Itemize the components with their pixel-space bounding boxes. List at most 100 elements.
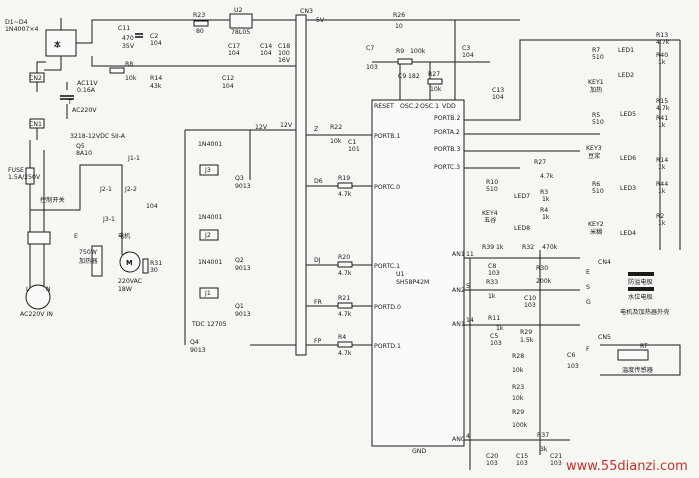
cn4-pin-g: G (586, 299, 591, 306)
r23-ref: R23 (193, 12, 205, 19)
r30-val: 200k (536, 278, 552, 285)
c3-ref: C3 (462, 45, 470, 52)
led5-ref: LED5 (620, 111, 636, 118)
an0-label: AN0 (452, 436, 465, 443)
c9-ref: C9 (398, 73, 406, 80)
q5-val: 8A10 (76, 150, 92, 157)
an2-label: AN2 (452, 287, 465, 294)
c6-ref: C6 (567, 352, 575, 359)
osc-wiring (306, 19, 520, 100)
mcu-pin-portc3: PORTC.3 (434, 164, 460, 171)
c10-val: 103 (524, 302, 536, 309)
relay-j3-label: J3 (204, 167, 211, 174)
c2-val: 104 (150, 40, 162, 47)
cn4-pin-e: E (586, 269, 590, 276)
cn3-pin-d6: D6 (314, 178, 323, 185)
r3-ref: R3 (540, 189, 548, 196)
mcu-pin-portb1: PORTB.1 (374, 133, 400, 140)
transformer-ref: T (67, 99, 72, 106)
r8-resistor (109, 67, 125, 74)
r28-val: 10k (512, 367, 524, 374)
motor-symbol (119, 251, 141, 273)
r27b-ref: R27 (534, 159, 546, 166)
q2-ref: Q2 (235, 257, 244, 264)
pin14-label: 14 (466, 317, 474, 324)
j2-1-label: J2-1 (99, 186, 112, 193)
r20-ref: R20 (338, 254, 350, 261)
r14-ref: R14 (150, 75, 162, 82)
c3-val: 104 (462, 52, 474, 59)
led1-ref: LED1 (618, 47, 634, 54)
relay-j3-coil (199, 164, 219, 176)
r4b-ref: R4 (540, 207, 548, 214)
cn3-pin-fr: FR (314, 299, 323, 306)
cn3-label: CN3 (300, 8, 313, 15)
electrode3-label: 电机及加热器外壳 (620, 308, 670, 316)
r7-ref: R7 (592, 47, 600, 54)
key3-ref: KEY3 (586, 145, 602, 152)
r3-val: 1k (542, 196, 550, 203)
c6-val: 103 (567, 363, 579, 370)
r13-val: 4.7k (656, 39, 670, 46)
c5-val: 103 (490, 340, 502, 347)
cn4-label: CN4 (598, 259, 611, 266)
ntc-ref: RT (640, 343, 648, 350)
r29b-val: 100k (512, 422, 528, 429)
q1-part: 9013 (235, 311, 251, 318)
q4-part: 9013 (190, 347, 206, 354)
c8-ref: C8 (488, 263, 496, 270)
r14b-val: 1k (658, 164, 666, 171)
relay-j1-label: J1 (204, 290, 211, 297)
cn2-label: CN2 (29, 75, 42, 82)
key1-ref: KEY1 (588, 79, 604, 86)
q3-part: 9013 (235, 183, 251, 190)
cn5-label: CN5 (598, 334, 611, 341)
transformer-primary: AC220V (72, 107, 97, 114)
r20-val: 4.7k (338, 270, 352, 277)
control-switch (27, 231, 51, 245)
cn3-pin-fp: FP (314, 338, 322, 345)
r23-val: 80 (196, 28, 204, 35)
key4-label: 五谷 (484, 216, 496, 224)
driver-rail (184, 129, 296, 345)
plug-pin-l: L (26, 286, 30, 293)
c18-val: 100 (278, 50, 290, 57)
r5-ref: R5 (592, 112, 600, 119)
c2-ref: C2 (150, 33, 158, 40)
pin5-label: 5 (466, 283, 470, 290)
c10-ref: C10 (524, 295, 536, 302)
c14-ref: C14 (260, 43, 272, 50)
r21-ref: R21 (338, 295, 350, 302)
mcu-pin-osc2: OSC.2 (400, 103, 419, 110)
r7-val: 510 (592, 54, 604, 61)
cn3-pin-z: Z (314, 126, 318, 133)
r23b-ref: R23 (512, 384, 524, 391)
c18-volt: 16V (278, 57, 291, 64)
transformer-secondary: AC11V (77, 80, 98, 87)
r19-resistor (337, 182, 353, 189)
r10-ref: R10 (486, 179, 498, 186)
c20-val: 103 (486, 460, 498, 467)
c14-val: 104 (260, 50, 272, 57)
c21-val: 103 (550, 460, 562, 467)
power-wiring (36, 18, 68, 140)
motor-power: 18W (118, 286, 132, 293)
water-electrode-bar (628, 287, 654, 291)
r21-resistor (337, 302, 353, 309)
fuse (25, 167, 35, 185)
c-mains-val: 104 (146, 203, 158, 210)
r26-ref: R26 (393, 12, 405, 19)
c12-val: 104 (222, 83, 234, 90)
c13-val: 104 (492, 94, 504, 101)
buzzer-label: TDC 12705 (191, 321, 227, 328)
keys-leds-section: R7 510 KEY1 加热 LED1 LED2 R13 4.7k R40 1k… (464, 32, 681, 250)
r6-ref: R6 (592, 181, 600, 188)
r5-val: 510 (592, 119, 604, 126)
r31-resistor (142, 258, 149, 274)
pin11-label: 11 (466, 251, 474, 258)
r14-val: 43k (150, 83, 162, 90)
r9-ref: R9 (396, 48, 404, 55)
q1-ref: Q1 (235, 303, 244, 310)
fuse-ref: FUSE (8, 167, 24, 174)
